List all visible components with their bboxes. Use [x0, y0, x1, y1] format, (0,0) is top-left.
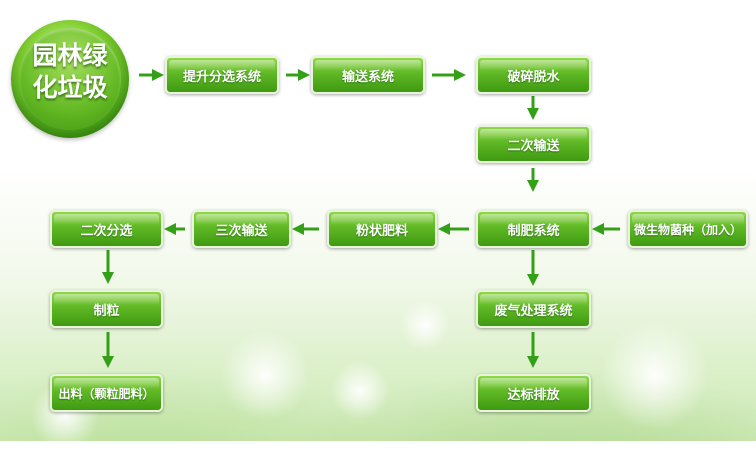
- node-exhaust-treatment: 废气处理系统: [476, 290, 591, 328]
- node-second-conveying: 二次输送: [476, 125, 591, 163]
- logo-title: 园林绿 化垃圾: [11, 40, 129, 104]
- node-lift-sorting: 提升分选系统: [165, 56, 279, 94]
- node-label: 微生物菌种（加入）: [633, 222, 742, 237]
- node-output-granular-fertilizer: 出料（颗粒肥料）: [50, 374, 163, 412]
- node-label: 二次分选: [80, 223, 133, 239]
- node-crushing-dewatering: 破碎脱水: [476, 56, 591, 94]
- node-label: 达标排放: [507, 387, 560, 403]
- node-second-sorting: 二次分选: [50, 210, 163, 248]
- node-label: 三次输送: [215, 223, 268, 239]
- node-microbial-strains: 微生物菌种（加入）: [628, 210, 748, 248]
- node-third-conveying: 三次输送: [192, 210, 291, 248]
- logo-badge: 园林绿 化垃圾: [11, 20, 129, 138]
- node-label: 破碎脱水: [507, 69, 560, 85]
- node-label: 提升分选系统: [182, 69, 261, 85]
- node-label: 废气处理系统: [494, 303, 573, 319]
- node-label: 制粒: [93, 303, 120, 319]
- node-compliant-discharge: 达标排放: [476, 374, 591, 412]
- node-label: 粉状肥料: [355, 223, 408, 239]
- logo-title-line1: 园林绿: [32, 41, 108, 70]
- logo-title-line2: 化垃圾: [32, 73, 108, 102]
- node-fertilizer-system: 制肥系统: [476, 210, 591, 248]
- node-granulation: 制粒: [50, 290, 163, 328]
- logo-inner-circle: [19, 28, 121, 130]
- node-powder-fertilizer: 粉状肥料: [327, 210, 437, 248]
- node-label: 出料（颗粒肥料）: [58, 386, 155, 401]
- node-label: 二次输送: [507, 138, 560, 154]
- node-label: 输送系统: [341, 69, 394, 85]
- node-conveying: 输送系统: [311, 56, 425, 94]
- node-label: 制肥系统: [507, 223, 560, 239]
